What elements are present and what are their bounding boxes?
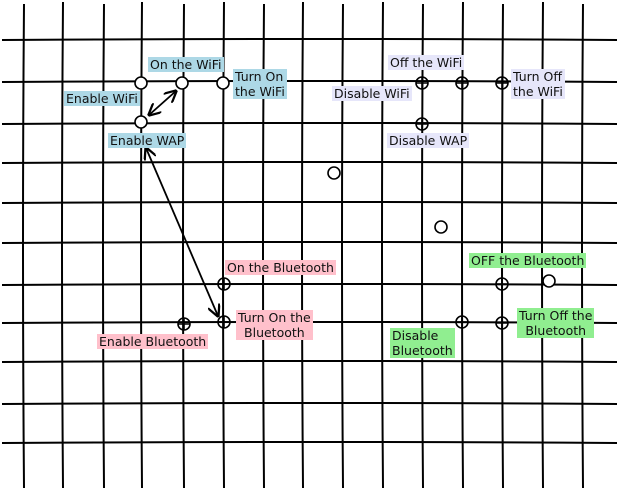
label-enable-bluetooth: Enable Bluetooth bbox=[97, 334, 209, 349]
node-disable-bluetooth bbox=[455, 315, 469, 329]
node-turn-on-wifi bbox=[216, 76, 230, 90]
label-off-bluetooth: OFF the Bluetooth bbox=[469, 253, 587, 268]
label-disable-wifi: Disable WiFi bbox=[332, 86, 412, 101]
label-off-wifi: Off the WiFi bbox=[388, 55, 465, 70]
node-off-bluetooth-free bbox=[542, 274, 556, 288]
arrow-wap-to-on-wifi bbox=[149, 91, 176, 115]
label-enable-wap: Enable WAP bbox=[108, 133, 187, 148]
node-turn-on-bluetooth bbox=[217, 315, 231, 329]
node-off-bluetooth bbox=[495, 277, 509, 291]
node-on-bluetooth bbox=[217, 277, 231, 291]
label-on-wifi: On the WiFi bbox=[148, 57, 224, 72]
node-turn-off-wifi bbox=[495, 76, 509, 90]
node-enable-wap bbox=[134, 115, 148, 129]
node-off-wifi bbox=[455, 76, 469, 90]
node-enable-wifi bbox=[134, 76, 148, 90]
node-free-2 bbox=[434, 220, 448, 234]
node-free-1 bbox=[327, 166, 341, 180]
node-disable-wap bbox=[415, 117, 429, 131]
node-on-wifi bbox=[175, 76, 189, 90]
node-disable-wifi bbox=[415, 76, 429, 90]
label-turn-off-bluetooth: Turn Off the Bluetooth bbox=[517, 308, 595, 338]
label-turn-on-wifi: Turn On the WiFi bbox=[233, 69, 287, 99]
label-turn-on-bluetooth: Turn On the Bluetooth bbox=[236, 310, 313, 340]
label-disable-bluetooth: Disable Bluetooth bbox=[390, 328, 455, 358]
node-enable-bluetooth bbox=[177, 317, 191, 331]
arrow-wap-to-bluetooth bbox=[146, 148, 218, 316]
label-enable-wifi: Enable WiFi bbox=[64, 91, 140, 106]
label-turn-off-wifi: Turn Off the WiFi bbox=[511, 69, 565, 99]
node-turn-off-bluetooth bbox=[495, 316, 509, 330]
label-on-bluetooth: On the Bluetooth bbox=[225, 260, 336, 275]
label-disable-wap: Disable WAP bbox=[387, 133, 470, 148]
